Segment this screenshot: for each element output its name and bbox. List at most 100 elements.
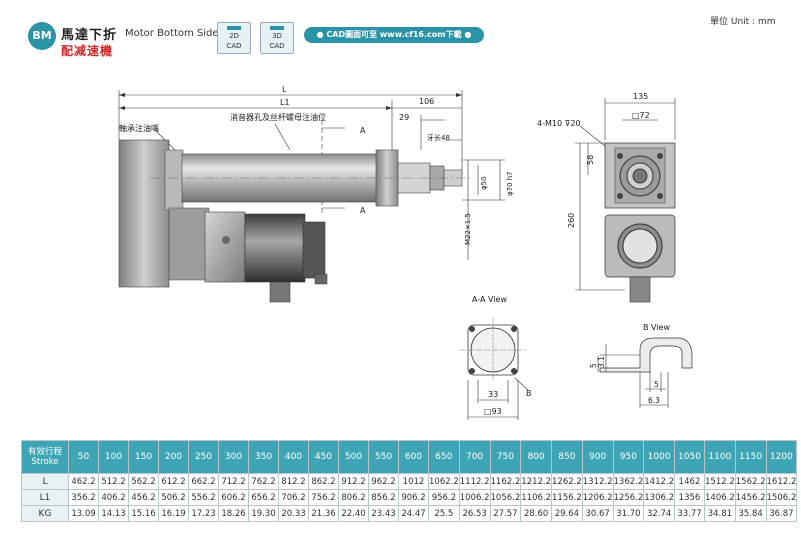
stroke-column-header: 900 [581,440,614,474]
table-cell: 28.60 [520,505,552,522]
page-title-zh: 馬達下折 [61,28,118,43]
table-cell: 15.16 [128,505,159,522]
table-cell: 856.2 [368,489,399,506]
front-view-dims [575,98,676,291]
dim-260: 260 [567,213,576,228]
table-cell: 1156.2 [551,489,583,506]
stroke-column-header: 400 [278,440,309,474]
page-subtitle: 配减速機 [61,44,114,58]
dim-29: 29 [399,113,409,122]
table-cell: 712.2 [218,473,249,490]
table-cell: 1456.2 [734,489,767,506]
table-cell: 33.77 [674,505,705,522]
table-cell: 36.87 [765,505,798,522]
stroke-column-header: 650 [428,440,460,474]
table-cell: 1112.2 [458,473,491,490]
dim-m22: M22×1.5 [464,213,472,245]
stroke-column-header: 250 [188,440,219,474]
table-cell: 1356 [674,489,705,506]
table-cell: 1006.2 [458,489,491,506]
table-cell: 912.2 [338,473,369,490]
table-cell: 456.2 [128,489,159,506]
table-cell: 906.2 [398,489,429,506]
table-cell: 1362.2 [612,473,645,490]
cad-2d-button[interactable]: 2D CAD [217,22,251,54]
table-cell: 1106.2 [520,489,552,506]
table-cell: 27.57 [489,505,522,522]
stroke-column-header: 450 [308,440,339,474]
table-cell: 1462 [674,473,705,490]
table-cell: 812.2 [278,473,309,490]
technical-drawing: L L1 106 29 牙长48 軸承注油嘴 消音器孔及丝杆螺母注油位 A A … [118,85,693,420]
stroke-header-en: Stroke [31,457,59,467]
dim-33: 33 [488,390,498,399]
stroke-column-header: 1050 [674,440,705,474]
dim-3-1: 3.1 [597,356,606,368]
table-cell: 756.2 [308,489,339,506]
actuator-side-view [118,139,470,303]
stroke-column-header: 700 [458,440,491,474]
table-cell: 20.33 [278,505,309,522]
row-label: L1 [21,489,69,506]
cad-download-link[interactable]: ● CAD圖面可至 www.cf16.com下載 ● [304,27,484,43]
table-cell: 606.2 [218,489,249,506]
table-cell: 1062.2 [428,473,460,490]
table-cell: 1212.2 [520,473,552,490]
row-label: L [21,473,69,490]
table-cell: 956.2 [428,489,460,506]
table-cell: 612.2 [158,473,189,490]
dim-72: □72 [632,111,650,120]
stroke-column-header: 800 [520,440,552,474]
table-cell: 17.23 [188,505,219,522]
unit-label: 單位 Unit : mm [710,17,776,27]
table-cell: 506.2 [158,489,189,506]
dim-93: □93 [484,407,502,416]
stroke-row-header: 有效行程 Stroke [21,440,69,474]
table-cell: 1206.2 [581,489,614,506]
table-cell: 24.47 [398,505,429,522]
stroke-column-header: 200 [158,440,189,474]
stroke-column-header: 1150 [734,440,767,474]
table-cell: 16.19 [158,505,189,522]
label-section-a-bottom: A [360,206,366,215]
cad-2d-word: CAD [226,42,242,50]
stroke-column-header: 300 [218,440,249,474]
table-cell: 562.2 [128,473,159,490]
table-cell: 1312.2 [581,473,614,490]
table-cell: 32.74 [643,505,675,522]
dim-m10: 4-M10 ⊽20 [537,119,581,128]
page-title-en: Motor Bottom Side [125,28,219,39]
table-cell: 1406.2 [704,489,736,506]
dim-l: L [282,85,287,94]
dim-6-3: 6.3 [648,396,660,405]
table-cell: 656.2 [248,489,279,506]
table-cell: 962.2 [368,473,399,490]
table-cell: 34.81 [704,505,736,522]
table-cell: 21.36 [308,505,339,522]
table-cell: 13.09 [68,505,99,522]
detail-b-view [599,337,693,373]
cad-3d-button[interactable]: 3D CAD [260,22,294,54]
stroke-column-header: 850 [551,440,583,474]
table-cell: 462.2 [68,473,99,490]
folder-tab-icon [270,26,284,30]
view-aa-title: A-A View [472,295,507,304]
stroke-column-header: 550 [368,440,399,474]
dim-106: 106 [419,97,434,106]
label-section-a-top: A [360,126,366,135]
table-cell: 662.2 [188,473,219,490]
table-cell: 23.43 [368,505,399,522]
stroke-column-header: 1000 [643,440,675,474]
dim-phi70: φ70 h7 [506,171,514,196]
folder-tab-icon [227,26,241,30]
table-cell: 706.2 [278,489,309,506]
view-b-title: B View [643,323,670,332]
table-cell: 806.2 [338,489,369,506]
table-cell: 406.2 [98,489,129,506]
bm-badge: BM [28,22,56,50]
